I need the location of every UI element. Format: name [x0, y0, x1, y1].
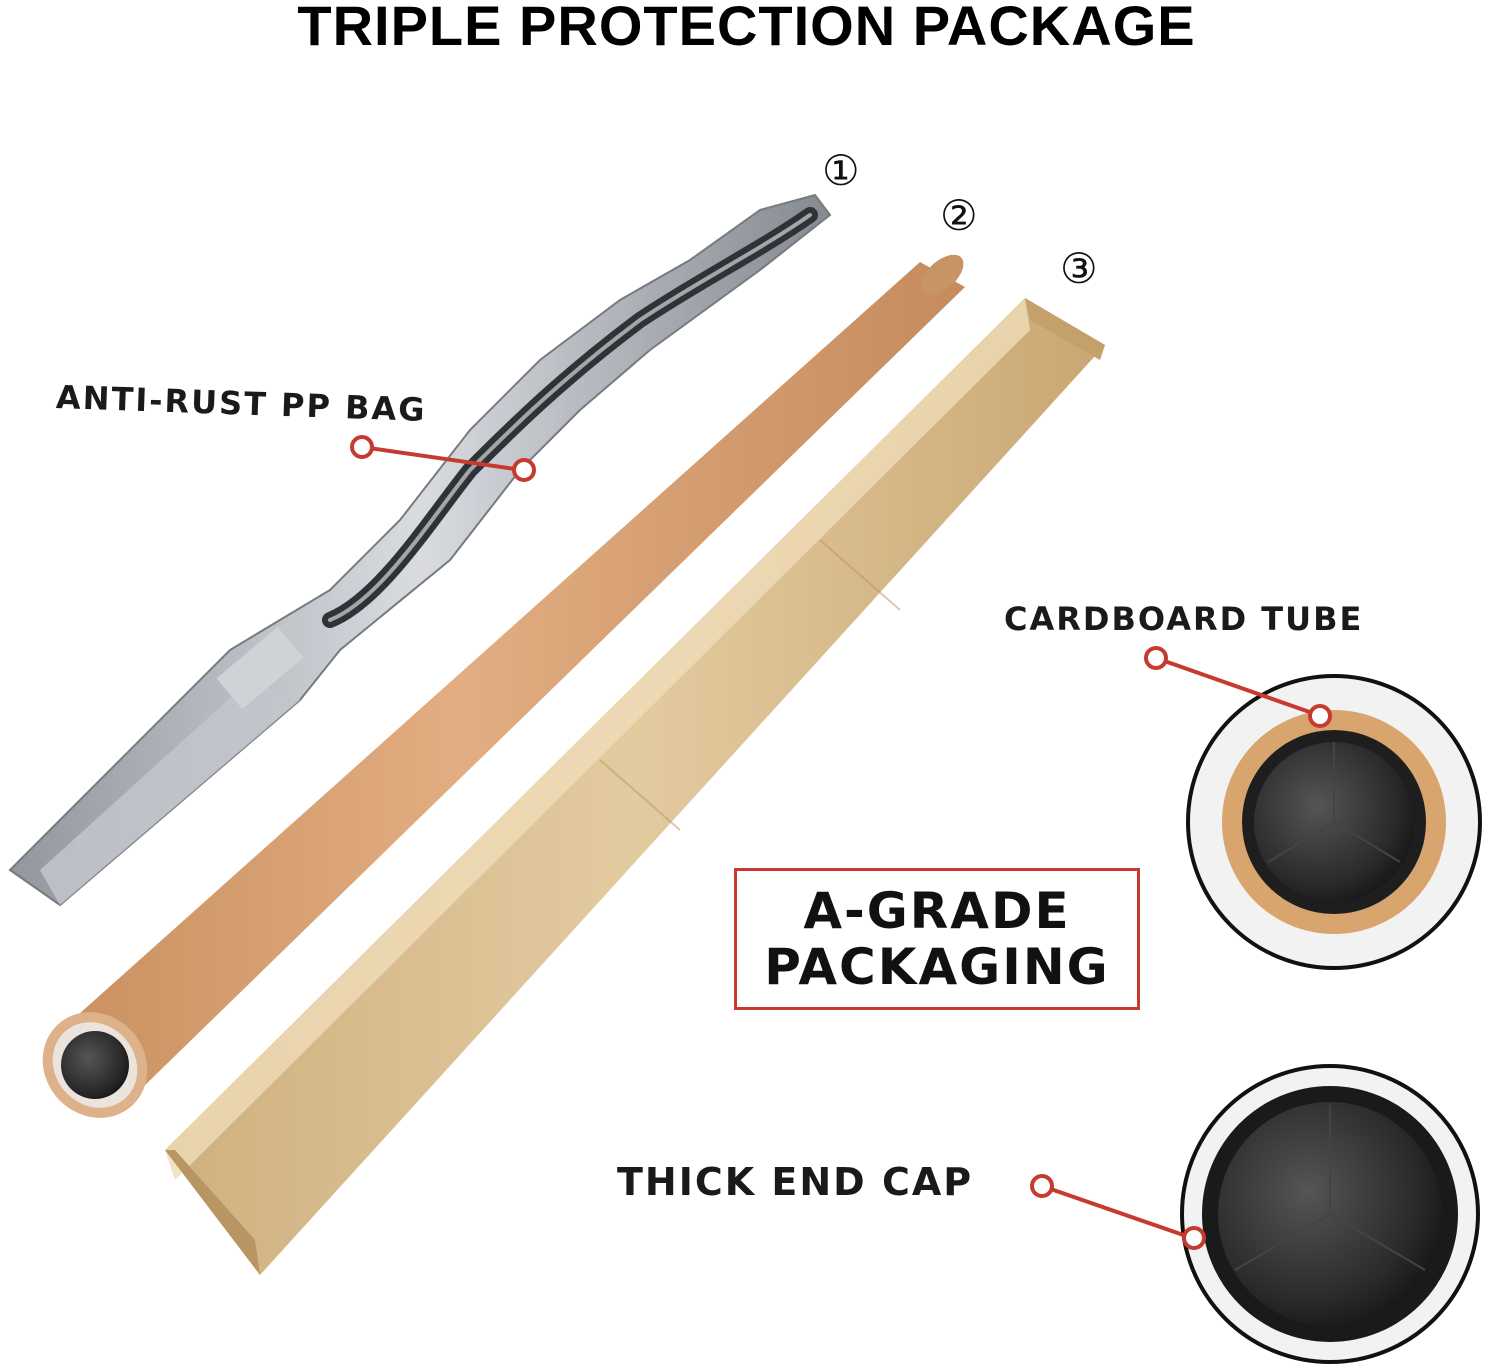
anti-rust-callout-line — [350, 435, 536, 482]
end-cap-detail — [1180, 1064, 1480, 1364]
end-cap-callout-line — [1030, 1174, 1206, 1250]
tube-end-detail — [1186, 674, 1482, 970]
cardboard-tube-callout-line — [1144, 646, 1332, 728]
grade-badge-line1: A-GRADE — [803, 882, 1071, 940]
kraft-box-illustration — [165, 298, 1105, 1275]
marker-1: ① — [822, 146, 860, 195]
thick-end-cap-label: THICK END CAP — [617, 1160, 974, 1204]
marker-3: ③ — [1060, 244, 1098, 293]
page-title: TRIPLE PROTECTION PACKAGE — [297, 0, 1196, 57]
marker-2: ② — [940, 191, 978, 240]
wrapped-bar-illustration — [8, 193, 832, 907]
cardboard-tube-label: CARDBOARD TUBE — [1004, 600, 1364, 638]
cardboard-tube-illustration — [42, 254, 965, 1118]
grade-badge: A-GRADE PACKAGING — [734, 868, 1140, 1010]
grade-badge-line2: PACKAGING — [764, 938, 1110, 996]
